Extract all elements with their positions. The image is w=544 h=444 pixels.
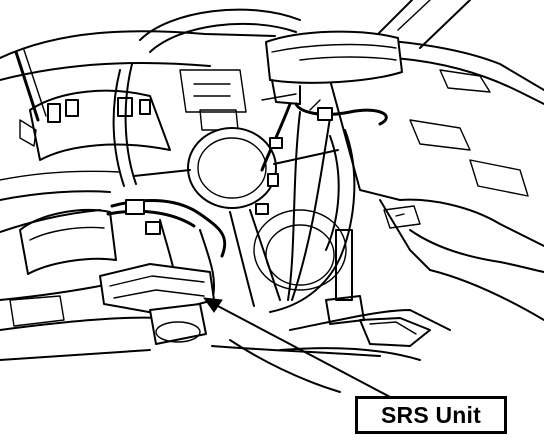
gauge-cluster — [19, 69, 247, 161]
lower-dash-left — [9, 209, 117, 327]
instrument-panel — [0, 30, 544, 331]
harness-connector-5 — [125, 199, 145, 215]
connector-b — [65, 99, 79, 117]
passenger-airbag-module — [265, 30, 403, 105]
harness-connector-6 — [145, 221, 161, 235]
center-console — [0, 229, 451, 393]
right-side-panel — [383, 205, 544, 273]
connector-a — [47, 103, 61, 123]
harness-connector-3 — [255, 203, 269, 215]
harness-connector-4 — [267, 173, 279, 187]
driver-airbag-hub — [187, 127, 277, 209]
steering-wheel — [112, 8, 356, 313]
callout-leader — [202, 297, 393, 399]
connector-d — [139, 99, 151, 115]
srs-unit-callout: SRS Unit — [355, 396, 507, 434]
srs-unit-label: SRS Unit — [381, 401, 481, 428]
harness-connector-2 — [269, 137, 283, 149]
harness-connector-1 — [317, 107, 333, 121]
srs-unit — [99, 263, 215, 345]
a-pillar-left — [14, 49, 47, 122]
